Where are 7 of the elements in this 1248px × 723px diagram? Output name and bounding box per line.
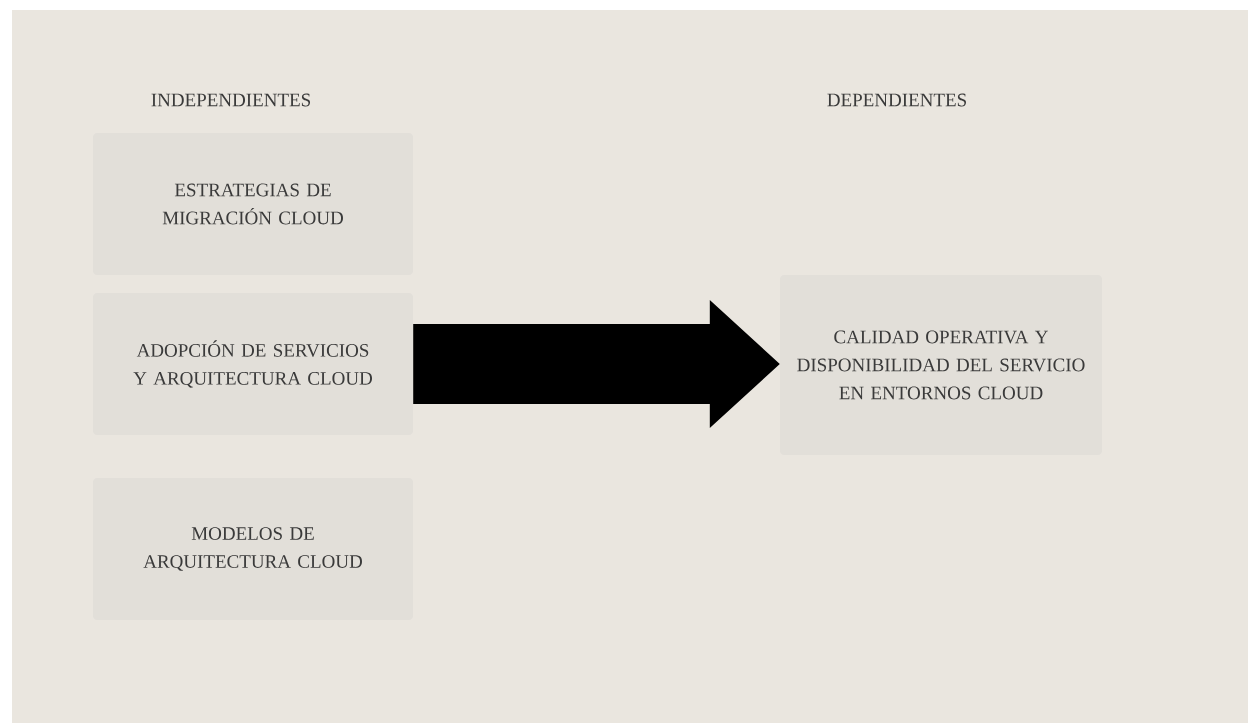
- block-arrow: [413, 300, 780, 428]
- column-heading: DEPENDIENTES: [827, 93, 966, 107]
- concept-box: MODELOS DE ARQUITECTURA CLOUD: [93, 478, 413, 620]
- concept-box: ESTRATEGIAS DE MIGRACIÓN CLOUD: [93, 133, 413, 275]
- concept-box: CALIDAD OPERATIVA Y DISPONIBILIDAD DEL SERVICIO EN ENTORNOS CLOUD: [780, 275, 1102, 455]
- concept-box: ADOPCIÓN DE SERVICIOS Y ARQUITECTURA CLOUD: [93, 293, 413, 435]
- column-heading: INDEPENDIENTES: [151, 93, 311, 107]
